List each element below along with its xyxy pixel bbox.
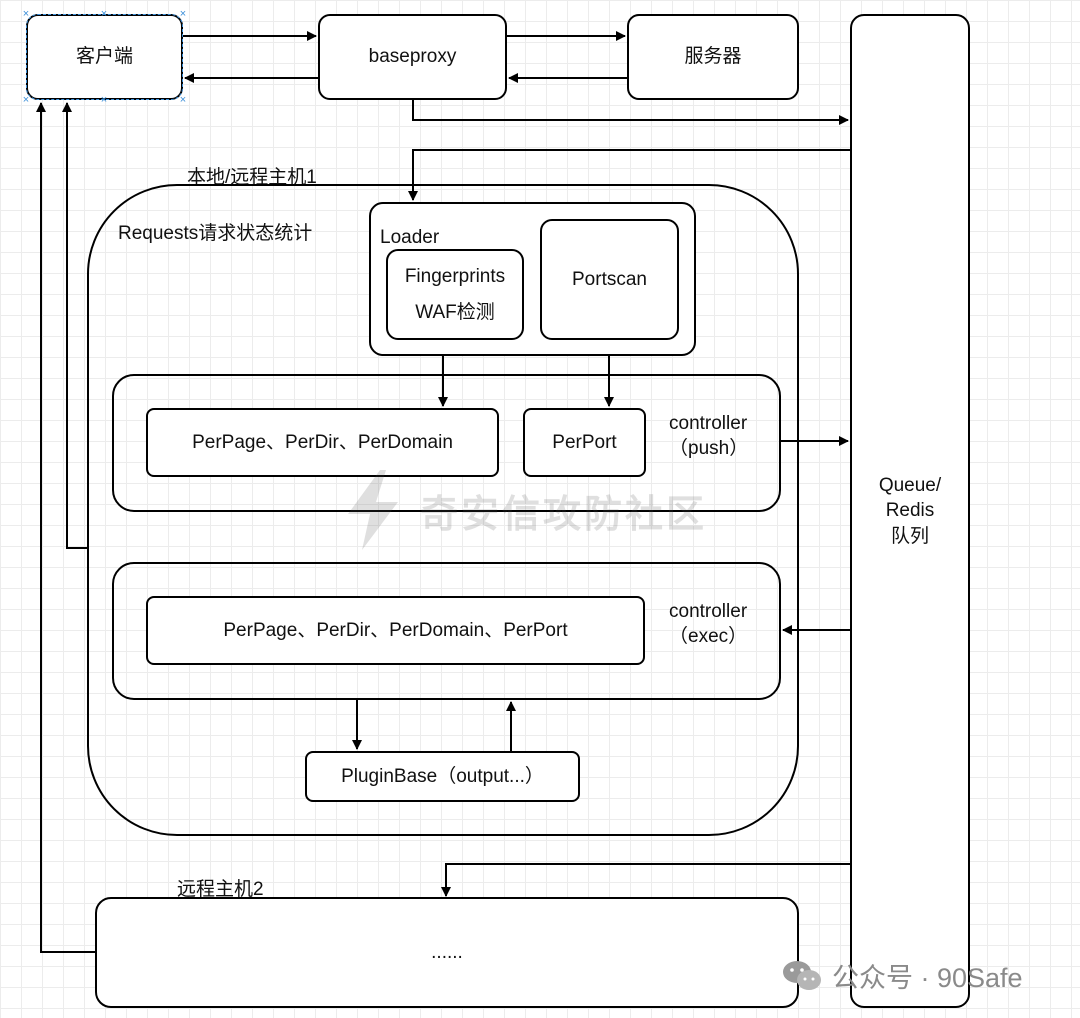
exec-items-node[interactable]: PerPage、PerDir、PerDomain、PerPort	[146, 596, 645, 665]
arrow-proxy-to-queue	[412, 100, 849, 125]
arrow-queue-to-host2	[441, 863, 850, 897]
controller-exec-container[interactable]	[112, 562, 781, 700]
fingerprints-label: Fingerprints	[404, 265, 506, 287]
host2-content: ......	[431, 941, 463, 963]
wechat-icon	[783, 960, 821, 990]
push-items-label: PerPage、PerDir、PerDomain	[192, 431, 453, 453]
arrow-host1-to-client	[62, 102, 87, 549]
host1-label: 本地/远程主机1	[187, 167, 317, 188]
selection-handle[interactable]: ×	[100, 94, 108, 106]
controller-exec-label: controller （exec）	[669, 599, 747, 649]
queue-label-line3: 队列	[890, 525, 929, 547]
footer-mark: 公众号 · 90Safe	[782, 956, 1023, 995]
client-label: 客户端	[75, 46, 133, 68]
footer-text: 公众号 · 90Safe	[832, 963, 1023, 993]
controller-push-line1: controller	[669, 413, 748, 434]
requests-stats-label: Requests请求状态统计	[118, 223, 313, 244]
selection-handle[interactable]: ×	[179, 8, 187, 20]
controller-push-line2: （push）	[669, 438, 749, 460]
portscan-label: Portscan	[572, 268, 647, 290]
baseproxy-node[interactable]: baseproxy	[318, 14, 507, 100]
queue-redis-node[interactable]: Queue/ Redis 队列	[850, 14, 970, 1008]
host2-label: 远程主机2	[177, 879, 264, 900]
portscan-node[interactable]: Portscan	[540, 219, 679, 340]
lightning-bolt-icon	[348, 470, 398, 550]
controller-push-container[interactable]	[112, 374, 781, 512]
controller-push-label: controller （push）	[669, 411, 748, 461]
exec-items-label: PerPage、PerDir、PerDomain、PerPort	[223, 619, 568, 641]
pluginbase-node[interactable]: PluginBase（output...）	[305, 751, 580, 802]
perport-label: PerPort	[552, 431, 617, 453]
selection-handle[interactable]: ×	[22, 94, 30, 106]
watermark-text: 奇安信攻防社区	[420, 493, 708, 536]
queue-label-line1: Queue/	[878, 474, 942, 496]
controller-exec-line1: controller	[669, 601, 748, 622]
waf-label: WAF检测	[415, 301, 495, 323]
selection-handle[interactable]: ×	[100, 8, 108, 20]
pluginbase-label: PluginBase（output...）	[341, 765, 544, 787]
host2-container[interactable]: ......	[95, 897, 799, 1008]
baseproxy-label: baseproxy	[368, 46, 457, 68]
loader-label: Loader	[380, 227, 440, 248]
server-node[interactable]: 服务器	[627, 14, 799, 100]
perport-node[interactable]: PerPort	[523, 408, 646, 477]
controller-exec-line2: （exec）	[669, 626, 748, 648]
selection-handle[interactable]: ×	[179, 94, 187, 106]
selection-handle[interactable]: ×	[22, 8, 30, 20]
server-label: 服务器	[684, 46, 742, 68]
queue-label-line2: Redis	[885, 500, 935, 522]
client-node[interactable]: 客户端	[26, 14, 183, 100]
watermark: 奇安信攻防社区	[340, 470, 707, 550]
fingerprints-node[interactable]: Fingerprints WAF检测	[386, 249, 524, 340]
push-items-node[interactable]: PerPage、PerDir、PerDomain	[146, 408, 499, 477]
host1-container[interactable]	[87, 184, 799, 836]
